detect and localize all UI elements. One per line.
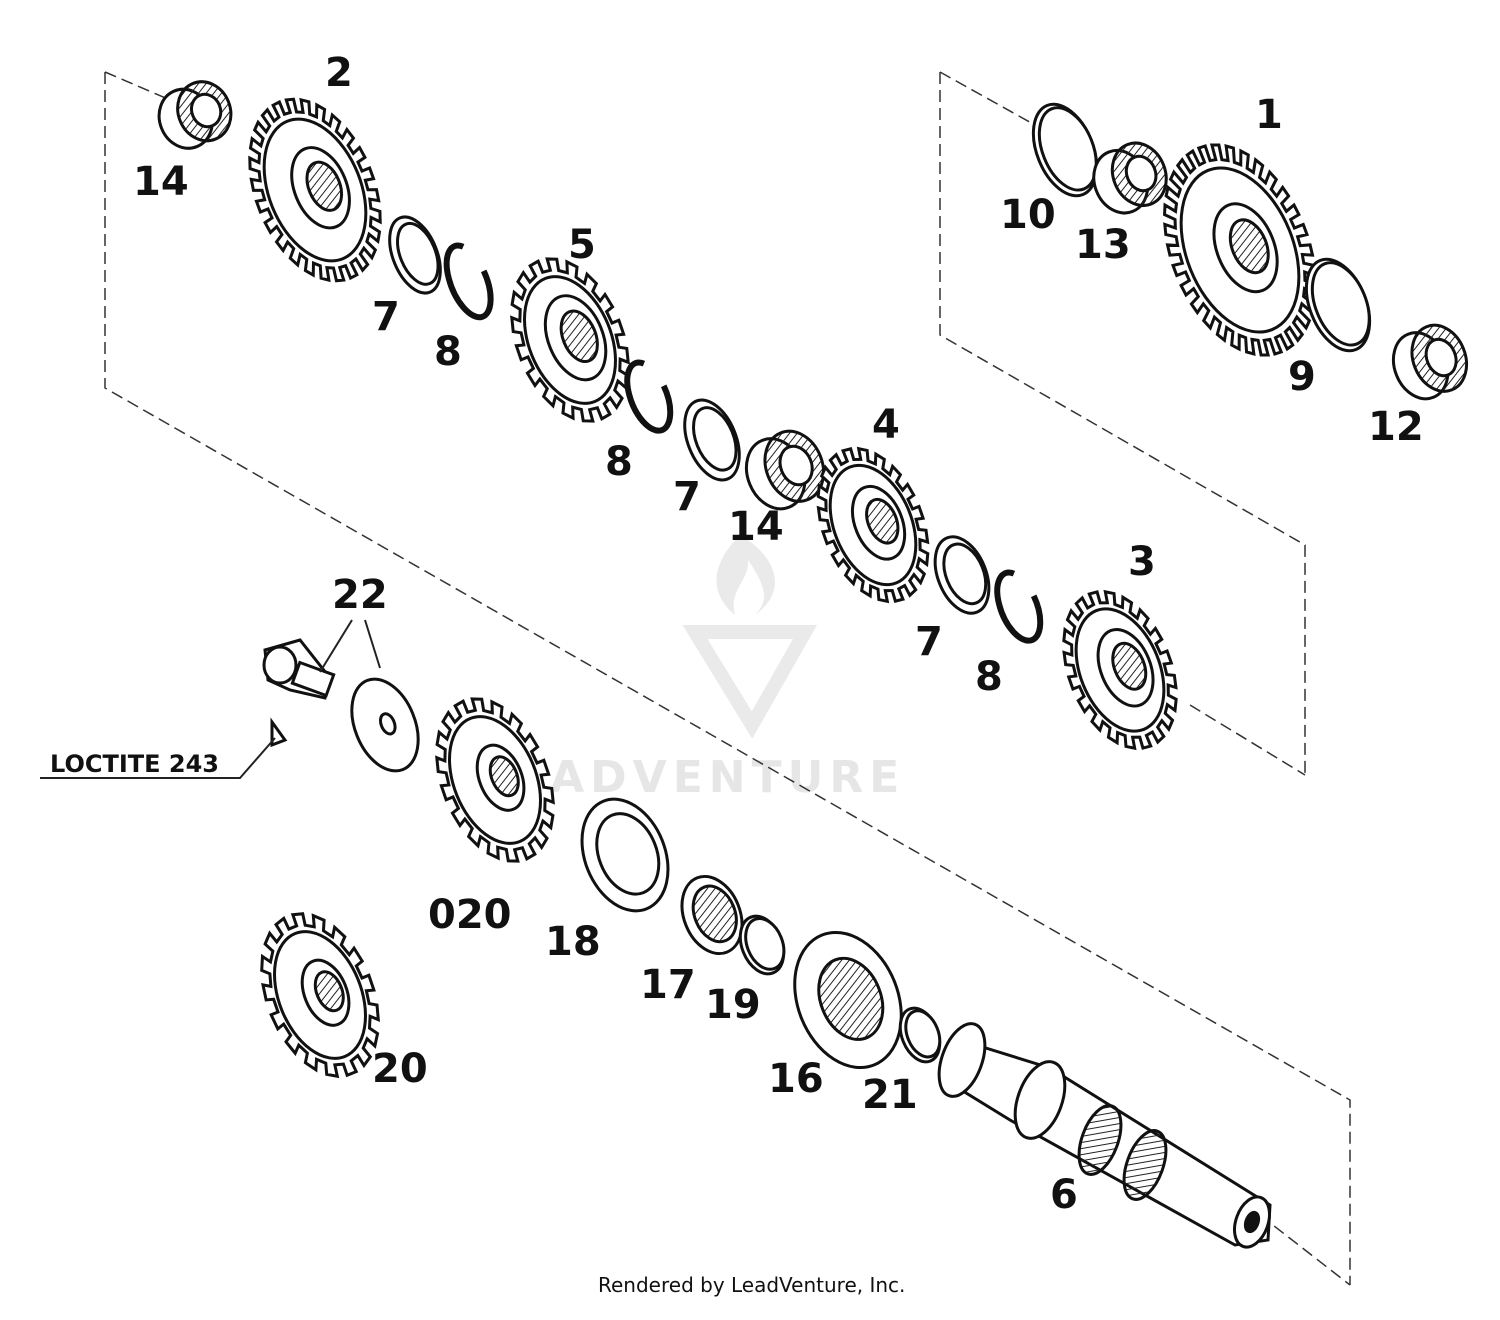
- callout-12: 12: [1368, 404, 1424, 450]
- bolt-part-22: [262, 638, 336, 748]
- callout-020: 020: [428, 892, 512, 938]
- callout-3: 3: [1128, 539, 1156, 585]
- sprocket-part-020: [435, 697, 555, 863]
- footer-credit: Rendered by LeadVenture, Inc.: [598, 1273, 905, 1297]
- gear-part-2: [248, 97, 382, 283]
- callout-7c: 7: [915, 619, 943, 665]
- needle-bearing-part-12: [1391, 323, 1469, 401]
- dashed-outlines: [104, 71, 1351, 1286]
- callout-8c: 8: [975, 654, 1003, 700]
- seal-ring-part-18: [580, 797, 670, 913]
- gear-part-5: [510, 257, 630, 423]
- outline-inner-group: [939, 72, 1306, 775]
- gear-part-3: [1062, 589, 1178, 751]
- ball-bearing-part-16: [793, 930, 903, 1070]
- leader-lines: [40, 619, 381, 779]
- loctite-note: LOCTITE 243: [50, 750, 219, 778]
- loctite-drop-icon: [270, 717, 288, 748]
- callout-14a: 14: [133, 159, 189, 205]
- callout-21: 21: [862, 1072, 918, 1118]
- thrust-washer-part-7-mid: [683, 398, 741, 482]
- callout-4: 4: [872, 402, 900, 448]
- callout-16: 16: [768, 1056, 824, 1102]
- callout-5: 5: [568, 222, 596, 268]
- callout-14b: 14: [728, 504, 784, 550]
- o-ring-part-19: [738, 914, 786, 976]
- gear-part-4: [816, 446, 930, 604]
- main-shaft-part-6: [937, 1022, 1272, 1249]
- washer-part-22: [350, 677, 420, 773]
- needle-bearing-part-14-mid: [744, 429, 826, 511]
- callout-18: 18: [545, 919, 601, 965]
- outline-main-shaft: [104, 72, 1351, 1285]
- outline-shaft-end-edge: [1259, 1214, 1351, 1286]
- circlip-part-8-low: [994, 569, 1044, 644]
- thrust-washer-part-7-low: [933, 535, 991, 615]
- washer-part-9: [1304, 257, 1372, 353]
- gear-part-1: [1162, 143, 1318, 357]
- circlip-part-8-top: [443, 242, 494, 321]
- outline-top-left-edge: [104, 71, 171, 101]
- callout-2: 2: [325, 50, 353, 96]
- callout-20: 20: [372, 1046, 428, 1092]
- callout-6: 6: [1050, 1172, 1078, 1218]
- callout-13: 13: [1075, 222, 1131, 268]
- outline-inner-top-edge: [939, 71, 1036, 126]
- callout-8b: 8: [605, 439, 633, 485]
- callout-1: 1: [1255, 92, 1283, 138]
- callout-7b: 7: [673, 474, 701, 520]
- bushing-part-17: [680, 874, 744, 956]
- washer-part-10: [1031, 102, 1099, 198]
- callout-10: 10: [1000, 192, 1056, 238]
- o-ring-part-21: [898, 1006, 942, 1064]
- callout-19: 19: [705, 982, 761, 1028]
- callout-7a: 7: [372, 294, 400, 340]
- sprocket-part-20: [260, 912, 380, 1079]
- outline-inner-bottom-edge: [1189, 704, 1306, 776]
- callout-9: 9: [1288, 354, 1316, 400]
- needle-bearing-part-14-top: [157, 80, 233, 150]
- circlip-part-8-mid: [624, 359, 674, 434]
- thrust-washer-part-7-top: [388, 215, 442, 295]
- parts-layer: [157, 80, 1469, 1079]
- callout-labels: 1 2 3 4 5 6 7 7 7 8 8 8 9 10 12 13 14 14…: [133, 50, 1424, 1218]
- callout-17: 17: [640, 962, 696, 1008]
- callout-8a: 8: [434, 329, 462, 375]
- watermark: LEADVENTURE: [480, 535, 899, 803]
- callout-22: 22: [332, 572, 388, 618]
- needle-bearing-part-13: [1092, 141, 1168, 215]
